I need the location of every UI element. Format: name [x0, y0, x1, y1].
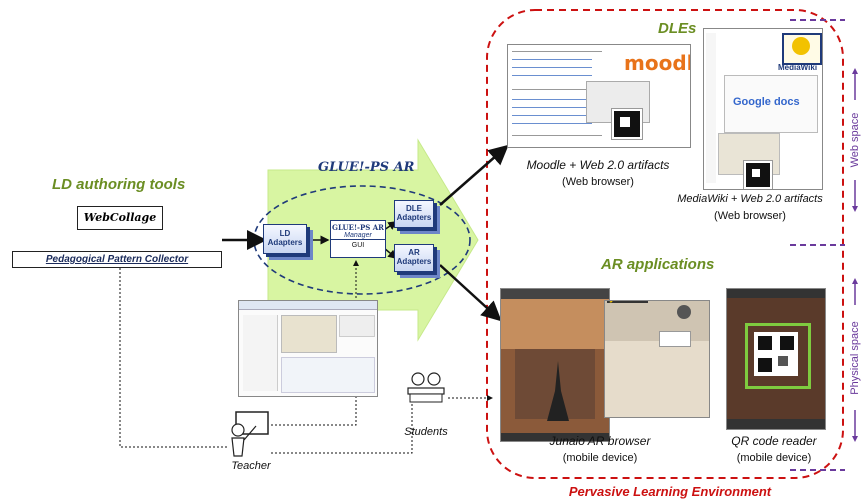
ple-label: Pervasive Learning Environment [568, 484, 772, 499]
dles-title: DLEs [658, 20, 697, 37]
manager-logo: GLUE!-PS AR [332, 223, 384, 232]
students-icon [404, 370, 448, 404]
junaio-logo: junaio [607, 301, 649, 303]
googledocs-logo: Google docs [733, 96, 800, 108]
qr-code-icon [754, 332, 798, 376]
moodle-qr-marker [611, 108, 643, 140]
mediawiki-logo: MediaWiki [778, 63, 818, 72]
manager-label: Manager [331, 232, 385, 240]
dle-adapters-box: DLE Adapters [394, 200, 434, 228]
mediawiki-sub: (Web browser) [714, 210, 786, 222]
moodle-logo: moodle [624, 51, 690, 75]
students-label: Students [404, 426, 448, 438]
ar-adapters-label: AR Adapters [396, 248, 432, 266]
webcollage-logo: WebCollage [77, 206, 163, 230]
ppc-logo: Pedagogical Pattern Collector [12, 251, 222, 268]
physical-space-label: Physical space [849, 321, 861, 395]
arrow-dle [439, 144, 509, 206]
qr-reader-screenshot [726, 288, 826, 430]
eiffel-tower-icon [545, 361, 571, 428]
moodle-screenshot: moodle [507, 44, 691, 148]
teacher-icon [228, 408, 270, 458]
qr-sub: (mobile device) [736, 452, 812, 464]
gui-label: GUI [351, 242, 365, 249]
glue-logo: GLUE!-PS AR [318, 160, 415, 175]
qr-caption: QR code reader [731, 434, 817, 448]
moodle-sub: (Web browser) [562, 176, 634, 188]
web-space-label: Web space [849, 112, 861, 168]
glue-manager-box: GLUE!-PS AR Manager GUI [330, 220, 386, 258]
teacher-label: Teacher [231, 460, 271, 472]
mediawiki-caption: MediaWiki + Web 2.0 artifacts [677, 193, 823, 205]
mediawiki-qr-marker [743, 160, 773, 189]
ld-tools-title: LD authoring tools [52, 176, 186, 193]
junaio-camera-screenshot: junaio [604, 300, 710, 418]
ar-title: AR applications [601, 256, 715, 273]
moodle-caption: Moodle + Web 2.0 artifacts [526, 158, 670, 172]
ld-adapters-label: LD Adapters [267, 229, 303, 247]
junaio-sub: (mobile device) [562, 452, 638, 464]
ld-adapters-box: LD Adapters [263, 224, 307, 254]
junaio-ar-screenshot [500, 288, 610, 442]
junaio-caption: Junaio AR browser [549, 434, 651, 448]
arrow-ar [439, 264, 502, 322]
mediawiki-screenshot: MediaWiki Google docs [703, 28, 823, 190]
glue-gui-screenshot [238, 300, 378, 397]
ar-adapters-box: AR Adapters [394, 244, 434, 272]
dle-adapters-label: DLE Adapters [396, 204, 432, 222]
